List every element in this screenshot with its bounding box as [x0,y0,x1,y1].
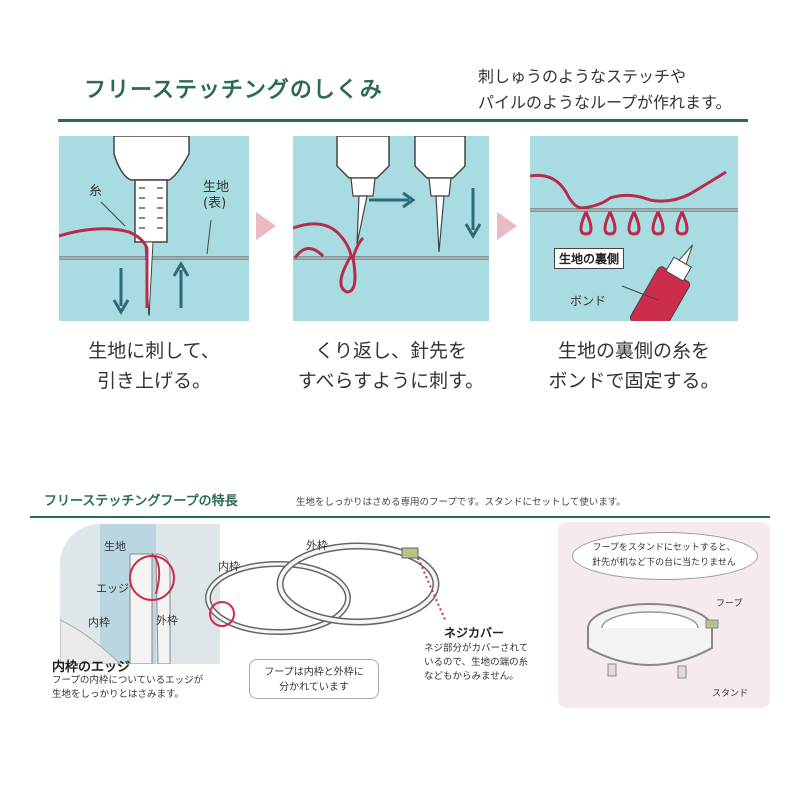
step3-illustration [530,170,738,321]
caption-step2: くり返し、針先を すべらすように刺す。 [297,340,485,392]
caption-step1: 生地に刺して、 引き上げる。 [88,340,220,392]
stand-label-stand: スタンド [712,689,749,699]
rings-label-outer: 外枠 [306,539,328,552]
panel-step1: 糸 生地 (表) [59,136,249,321]
caption-step3: 生地の裏側の糸を ボンドで固定する。 [548,340,720,392]
rings-label-inner: 内枠 [218,560,240,573]
arrow-step1-to-2 [256,212,276,240]
stand-illustration [587,603,719,679]
label-fabric-back: 生地の裏側 [554,248,625,269]
detail-label-edge: エッジ [96,582,129,595]
panel-step2 [293,136,489,321]
section2-rule [30,516,770,518]
section1-rule [58,119,748,122]
detail-label-fabric: 生地 [104,540,126,553]
stand-label-hoop: フープ [716,599,743,609]
section2-title: フリーステッチングフープの特長 [44,494,238,509]
screw-heading: ネジカバー [444,626,505,640]
edge-detail: 生地 エッジ 内枠 外枠 [60,524,220,664]
step2-illustration [293,136,489,294]
screw-text: ネジ部分がカバーされて いるので、生地の端の糸 などもからみません。 [424,643,529,682]
label-thread: 糸 [89,184,103,199]
section1-description: 刺しゅうのようなステッチや パイルのようなループが作れます。 [478,67,732,112]
edge-heading: 内枠のエッジ [52,660,131,675]
label-fabric-front: 生地 (表) [203,180,230,211]
stand-note: フープをスタンドにセットすると、 針先が机など下の台に当たりません [592,543,736,568]
section1-title: フリーステッチングのしくみ [84,78,383,103]
rings-bubble: フープは内枠と外枠に 分かれています [249,659,379,699]
detail-label-inner: 内枠 [88,616,110,629]
edge-text: フープの内枠についているエッジが 生地をしっかりとはさみます。 [52,675,204,700]
hoop-rings [205,542,447,635]
stand-note-bubble [572,532,758,580]
panel-step3: 生地の裏側 ボンド [530,136,738,321]
step1-illustration [59,136,249,317]
detail-label-outer: 外枠 [156,614,178,627]
arrow-step2-to-3 [497,212,517,240]
section2-description: 生地をしっかりはさめる専用のフープです。スタンドにセットして使います。 [296,497,626,508]
label-bond: ボンド [570,294,607,308]
